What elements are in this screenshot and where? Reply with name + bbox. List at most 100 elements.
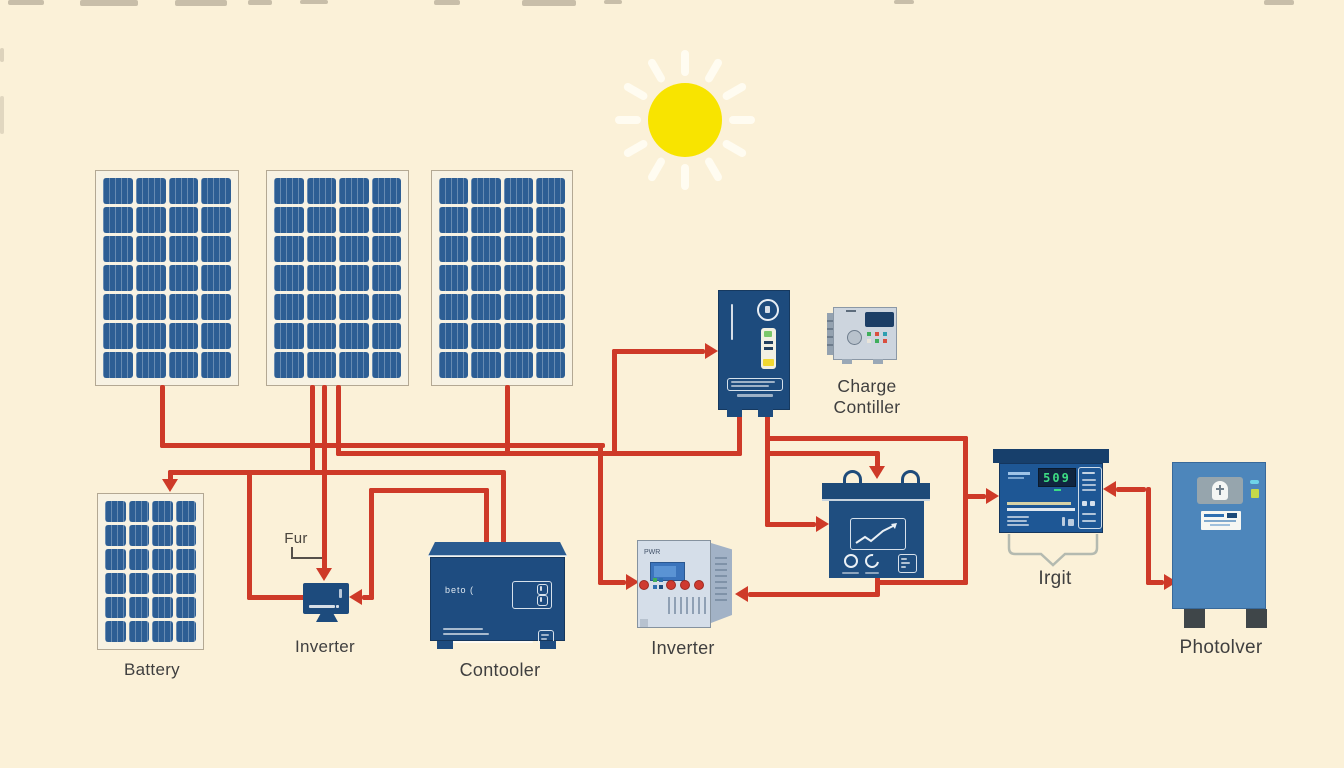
solar-cell: [306, 352, 336, 378]
solar-cell: [135, 352, 166, 378]
solar-cell: [175, 597, 196, 618]
vent-slat: [668, 597, 670, 614]
solar-cell: [175, 621, 196, 642]
text-row: [1007, 508, 1075, 511]
wire-arrow-icon: [735, 586, 748, 602]
box-lid: [428, 542, 567, 556]
label-battery: Battery: [124, 660, 180, 679]
solar-cell: [471, 236, 501, 262]
wire-segment: [612, 349, 705, 354]
underbrace-icon: [1007, 534, 1099, 567]
solar-cell: [306, 323, 336, 349]
wire-segment: [1146, 487, 1151, 585]
solar-cell: [339, 294, 369, 320]
solar-cell: [371, 178, 401, 204]
solar-cell: [105, 597, 126, 618]
solar-cell: [105, 549, 126, 570]
solar-cell: [152, 573, 173, 594]
solar-cells: [105, 501, 196, 642]
mini-key: [659, 585, 663, 589]
device-foot: [437, 641, 453, 649]
solar-cell: [274, 352, 304, 378]
wire-arrow-icon: [986, 488, 999, 504]
battery-lid: [822, 483, 930, 501]
wire-segment: [247, 470, 252, 600]
wire-segment: [160, 385, 165, 448]
vent-slat: [680, 597, 682, 614]
solar-cell: [274, 265, 304, 291]
solar-cell: [168, 294, 199, 320]
status-led: [1251, 489, 1259, 498]
solar-cell: [201, 236, 231, 262]
solar-cell: [439, 207, 469, 233]
solar-cell: [306, 207, 336, 233]
wire-segment: [1146, 580, 1164, 585]
solar-cell: [535, 294, 565, 320]
lock-icon: [1212, 481, 1228, 500]
wire-segment: [765, 522, 816, 527]
sun-ray-icon: [622, 81, 649, 102]
device-foot: [758, 409, 773, 417]
solar-cell: [471, 178, 501, 204]
solar-cell: [201, 352, 231, 378]
chart-icon: [850, 518, 906, 550]
solar-cell: [175, 501, 196, 522]
status-led: [883, 339, 887, 343]
label-irgit: Irgit: [1038, 568, 1072, 589]
display-tick: [1054, 489, 1061, 491]
solar-panel-2: [266, 170, 409, 386]
solar-cell: [274, 207, 304, 233]
solar-cell: [535, 352, 565, 378]
status-led: [1250, 480, 1259, 484]
sun-ray-icon: [721, 81, 748, 102]
solar-cell: [168, 178, 199, 204]
heatsink-fins-icon: [827, 313, 836, 355]
wire-arrow-icon: [316, 568, 332, 581]
solar-cell: [128, 525, 149, 546]
marking: [846, 310, 856, 312]
solar-cell: [371, 207, 401, 233]
vent-slat: [704, 597, 706, 614]
wire-segment: [336, 451, 742, 456]
solar-cell: [274, 178, 304, 204]
wire-segment: [765, 451, 879, 456]
solar-cell: [105, 621, 126, 642]
label-inverter-main: Inverter: [651, 638, 715, 658]
solar-cell: [128, 621, 149, 642]
sun-ray-icon: [703, 156, 724, 183]
side-readout: [1078, 467, 1102, 529]
solar-cell: [135, 178, 166, 204]
solar-cell: [152, 597, 173, 618]
solar-cell: [103, 323, 133, 349]
solar-cell: [103, 178, 133, 204]
solar-cell: [439, 265, 469, 291]
solar-cell: [168, 352, 199, 378]
brand-logo: beto (: [445, 585, 475, 595]
cabinet-foot: [1184, 609, 1205, 628]
marking: [865, 572, 879, 574]
wire-arrow-icon: [349, 589, 362, 605]
solar-cell: [103, 265, 133, 291]
solar-cell: [503, 178, 533, 204]
solar-cells: [274, 178, 401, 378]
solar-cell: [128, 501, 149, 522]
wire-arrow-icon: [1103, 481, 1116, 497]
box-display: [512, 581, 552, 609]
label-contooler: Contooler: [459, 660, 541, 680]
wire-arrow-icon: [869, 466, 885, 479]
nameplate: [727, 378, 783, 391]
solar-cell: [339, 178, 369, 204]
solar-cell: [152, 621, 173, 642]
vent-slat: [698, 597, 700, 614]
wire-segment: [598, 443, 603, 585]
solar-cells: [439, 178, 565, 378]
solar-cell: [371, 352, 401, 378]
solar-cell: [535, 265, 565, 291]
solar-cell: [306, 236, 336, 262]
solar-cell: [201, 323, 231, 349]
text-row: [1007, 520, 1027, 522]
mini-key: [653, 578, 657, 582]
mini-controller-body: [833, 307, 897, 360]
solar-cell: [168, 265, 199, 291]
